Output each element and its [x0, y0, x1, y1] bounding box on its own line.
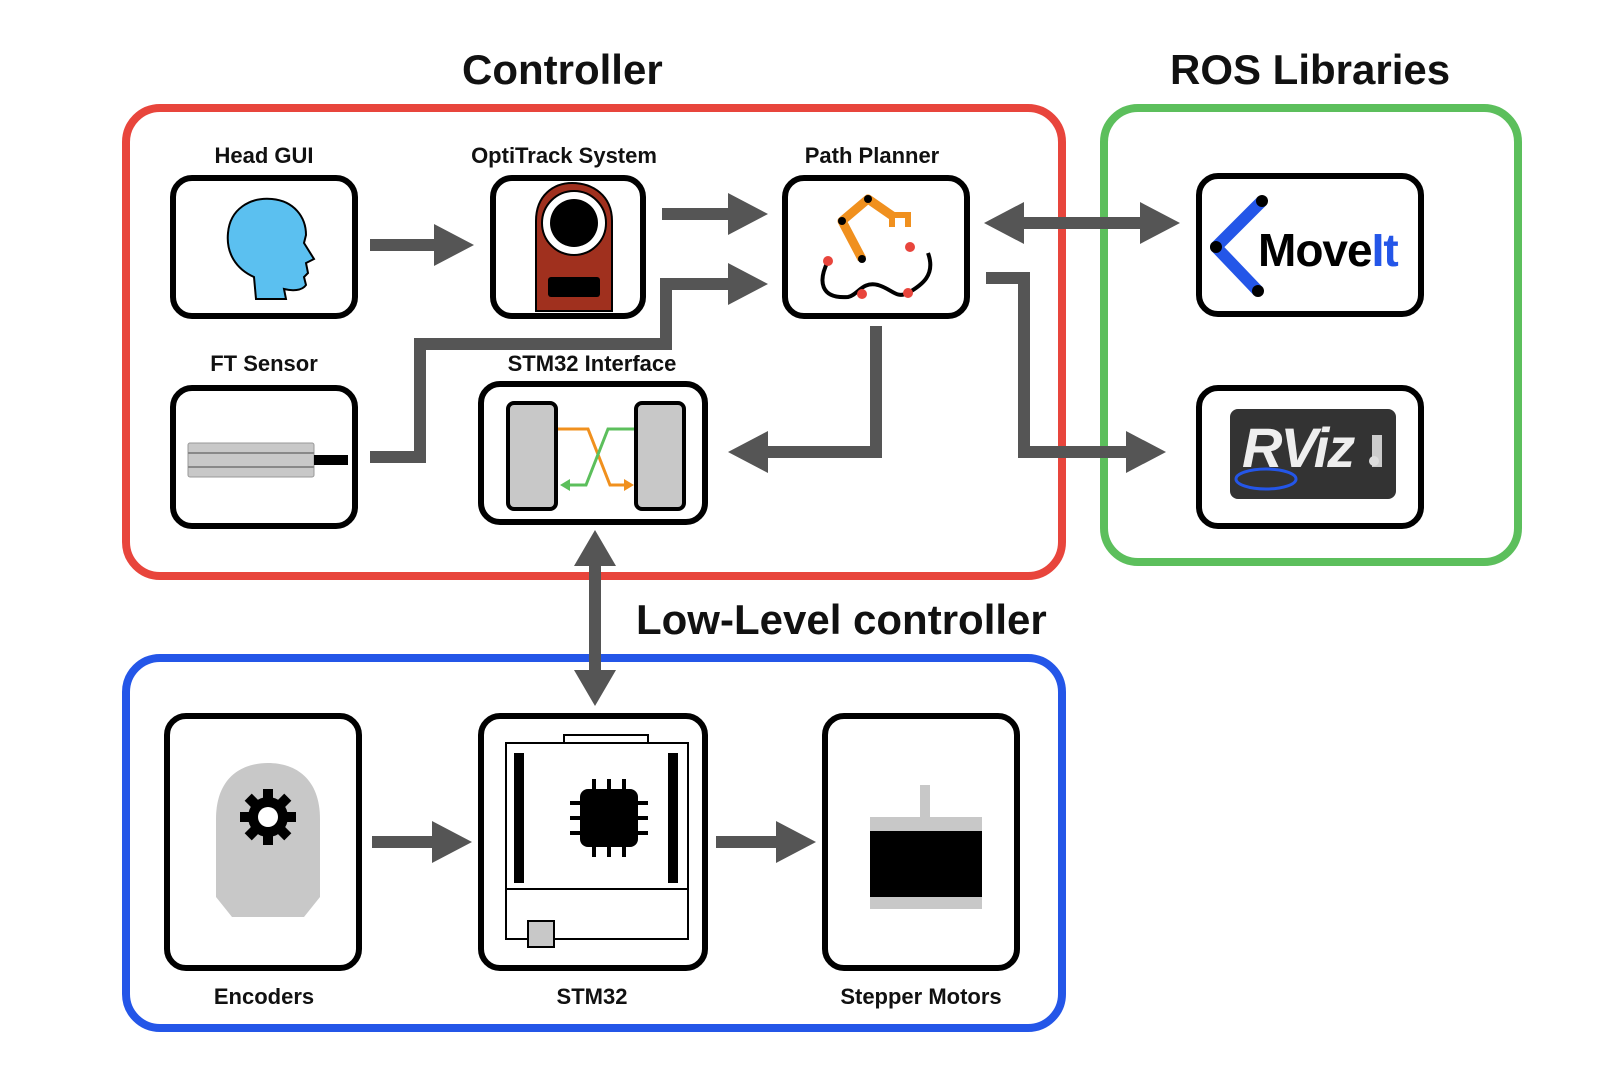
rviz-node[interactable]: RViz: [1196, 385, 1424, 529]
stm32-node[interactable]: [478, 713, 708, 971]
camera-icon: [535, 181, 613, 312]
arrow-pathplanner-to-stm32interface: [760, 326, 882, 458]
arrowhead: [1140, 202, 1180, 244]
arrow-pathplanner-to-rviz: [986, 272, 1136, 458]
stepper-motor-icon: [870, 785, 982, 909]
arrowhead: [432, 821, 472, 863]
rviz-logo: [1230, 409, 1396, 499]
ft-sensor-label: FT Sensor: [210, 351, 318, 376]
stm32-label: STM32: [556, 984, 628, 1009]
moveit-logo: [1210, 195, 1268, 297]
microcontroller-board-icon: [505, 734, 689, 948]
moveit-logo-text: MoveIt: [1258, 223, 1399, 277]
force-sensor-icon: [187, 442, 348, 478]
path-planner-node[interactable]: [782, 175, 970, 319]
encoder-gear-icon: [216, 763, 320, 917]
optitrack-node[interactable]: [490, 175, 646, 319]
arrow-ftsensor-to-pathplanner: [370, 278, 736, 463]
arrowhead: [728, 431, 768, 473]
stm32-interface-label: STM32 Interface: [507, 351, 677, 376]
controller-title: Controller: [462, 46, 663, 93]
head-gui-node[interactable]: [170, 175, 358, 319]
arrowhead: [984, 202, 1024, 244]
arrowhead: [728, 263, 768, 305]
path-planner-label: Path Planner: [804, 143, 940, 168]
stm32-interface-node[interactable]: [478, 381, 708, 525]
arrowhead: [1126, 431, 1166, 473]
arrowhead: [728, 193, 768, 235]
low-level-controller-title: Low-Level controller: [636, 596, 1047, 643]
robot-arm-path-icon: [820, 194, 933, 300]
rviz-logo-text: RViz: [1242, 416, 1355, 479]
arrowhead: [574, 530, 616, 566]
ft-sensor-node[interactable]: [170, 385, 358, 529]
head-silhouette-icon: [226, 197, 316, 300]
moveit-text-it: It: [1371, 224, 1399, 276]
stepper-motors-node[interactable]: [822, 713, 1020, 971]
stepper-motors-label: Stepper Motors: [840, 984, 1002, 1009]
serial-crossover-icon: [506, 401, 686, 511]
ros-libraries-title: ROS Libraries: [1170, 46, 1451, 93]
ros-libraries-frame: [1100, 104, 1522, 566]
encoders-node[interactable]: [164, 713, 362, 971]
moveit-text-move: Move: [1258, 224, 1373, 276]
optitrack-label: OptiTrack System: [471, 143, 657, 168]
arrowhead: [776, 821, 816, 863]
encoders-label: Encoders: [213, 984, 315, 1009]
moveit-node[interactable]: MoveIt: [1196, 173, 1424, 317]
head-gui-label: Head GUI: [214, 143, 314, 168]
arrowhead: [434, 224, 474, 266]
arrowhead: [574, 670, 616, 706]
